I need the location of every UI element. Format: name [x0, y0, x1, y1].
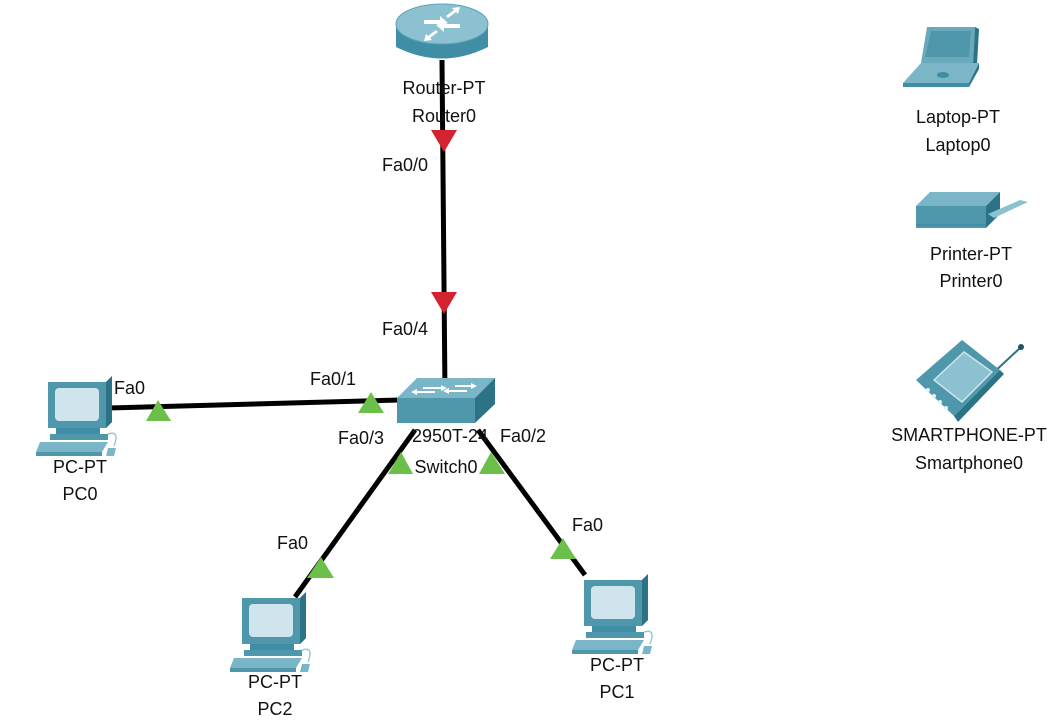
- pc2-icon[interactable]: [229, 591, 311, 673]
- cables: [107, 59, 588, 599]
- pc0-type-label: PC-PT: [53, 457, 107, 477]
- pc0-icon[interactable]: [35, 375, 117, 457]
- router0-name-label: Router0: [411, 106, 477, 126]
- pc2-type-label: PC-PT: [248, 672, 302, 692]
- link-up-indicator-switch-fa0-2: [479, 452, 505, 474]
- port-label-pc0-fa0: Fa0: [114, 378, 146, 398]
- pc1-type-label: PC-PT: [590, 655, 644, 675]
- link-up-indicator-switch-fa0-1: [358, 392, 384, 413]
- port-label-switch-fa0-3: Fa0/3: [338, 428, 385, 448]
- laptop0-type-label: Laptop-PT: [915, 107, 1001, 127]
- link-down-indicator-switch-fa0-4: [431, 292, 457, 314]
- switch0-type-label: 2950T-24: [411, 426, 489, 446]
- smartphone0-name-label: Smartphone0: [914, 453, 1024, 473]
- port-label-switch-fa0-4: Fa0/4: [382, 319, 429, 339]
- pc1-name-label: PC1: [599, 682, 635, 702]
- cable-pc0-switch0[interactable]: [107, 397, 401, 411]
- link-up-indicator-switch-fa0-3: [388, 452, 413, 474]
- link-up-indicator-pc1-fa0: [550, 538, 576, 559]
- router0-type-label: Router-PT: [402, 78, 486, 98]
- link-indicators: [146, 130, 576, 578]
- port-label-router-fa0-0: Fa0/0: [382, 155, 429, 175]
- printer0-name-label: Printer0: [939, 271, 1003, 291]
- printer0-type-label: Printer-PT: [929, 244, 1013, 264]
- router-icon[interactable]: [395, 3, 489, 59]
- link-up-indicator-pc0-fa0: [146, 400, 171, 421]
- link-up-indicator-pc2-fa0: [307, 557, 334, 578]
- smartphone-icon[interactable]: [916, 340, 1024, 422]
- port-label-pc2-fa0: Fa0: [277, 533, 309, 553]
- laptop-icon[interactable]: [903, 27, 979, 87]
- pc0-name-label: PC0: [62, 484, 98, 504]
- cable-router0-switch0[interactable]: [439, 59, 448, 396]
- switch-icon[interactable]: [397, 378, 495, 423]
- switch0-name-label: Switch0: [414, 457, 478, 477]
- smartphone0-type-label: SMARTPHONE-PT: [891, 425, 1047, 445]
- printer-icon[interactable]: [916, 192, 1028, 228]
- port-label-switch-fa0-1: Fa0/1: [310, 369, 357, 389]
- port-label-switch-fa0-2: Fa0/2: [500, 426, 547, 446]
- pc1-icon[interactable]: [571, 573, 653, 655]
- port-label-pc1-fa0: Fa0: [572, 515, 604, 535]
- pc2-name-label: PC2: [257, 699, 293, 719]
- link-down-indicator-router-fa0-0: [431, 130, 457, 152]
- laptop0-name-label: Laptop0: [925, 135, 991, 155]
